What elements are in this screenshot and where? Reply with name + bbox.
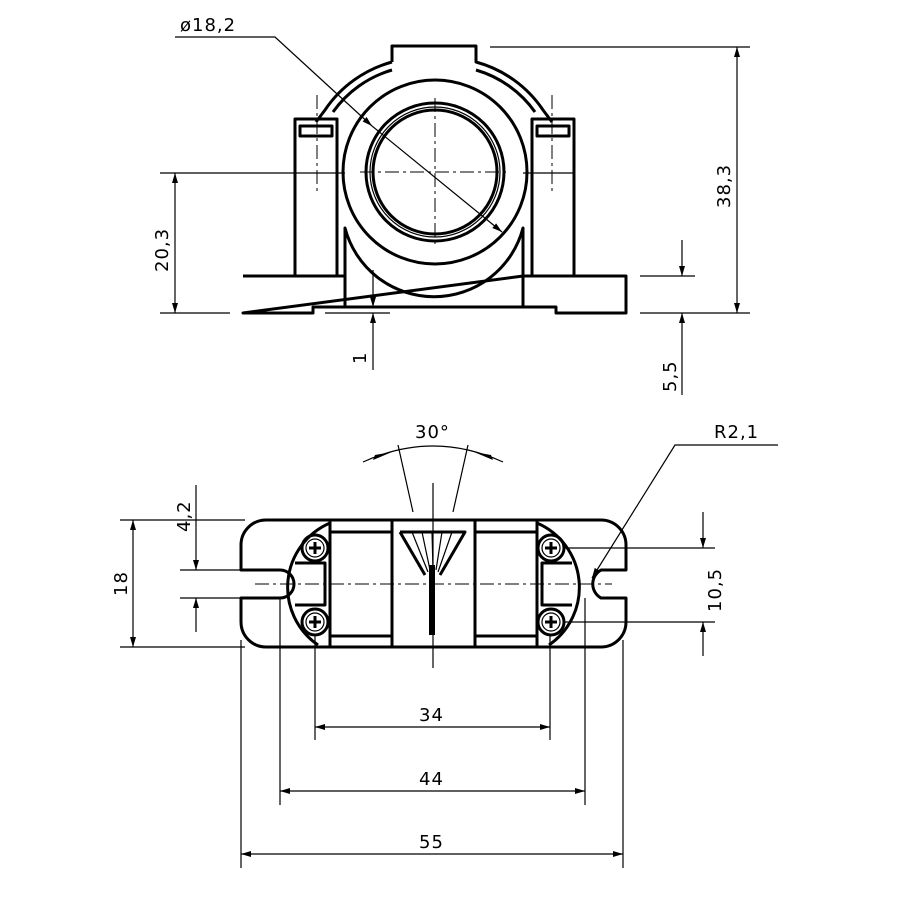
- left-lug: [298, 124, 334, 138]
- lubrication-groove: [398, 530, 467, 635]
- screw-icon: [536, 533, 566, 563]
- slot-width-label: 4,2: [174, 500, 195, 532]
- screw-icon: [300, 533, 330, 563]
- diameter-line: [371, 125, 503, 233]
- angle-arrow-left: [373, 452, 392, 460]
- center-height-label: 20,3: [152, 228, 173, 272]
- angle-line-right: [452, 444, 469, 513]
- diameter-label: ø18,2: [180, 15, 236, 36]
- front-view: ø18,2 38,3 20,3 1 5,5: [152, 15, 750, 395]
- screw-icon: [536, 607, 566, 637]
- height-total-label: 38,3: [714, 164, 735, 208]
- radius-label: R2,1: [714, 422, 759, 443]
- base-outline: [241, 117, 628, 315]
- angle-arrow-right: [474, 452, 493, 460]
- depth-label: 18: [111, 571, 132, 596]
- angle-line-left: [397, 444, 414, 513]
- cap-inner-arc: [331, 68, 537, 113]
- recess-label: 1: [350, 352, 371, 364]
- hole-spacing-x-label: 34: [419, 705, 444, 726]
- slot-spacing-label: 44: [419, 769, 444, 790]
- radius-leader: [591, 444, 778, 579]
- base-thickness-label: 5,5: [660, 360, 681, 392]
- diameter-leader: [175, 36, 373, 127]
- screws: [300, 533, 566, 637]
- groove-slot: [429, 565, 435, 635]
- overall-length-label: 55: [419, 832, 444, 853]
- screw-icon: [300, 607, 330, 637]
- hole-spacing-y-label: 10,5: [705, 568, 726, 612]
- angle-label: 30°: [415, 422, 450, 443]
- pedestal: [343, 226, 525, 307]
- bottom-view: 30° R2,1 4,2 18 10,5 34 44 55: [111, 422, 778, 868]
- right-lug: [535, 124, 571, 138]
- bottom-outline: [239, 518, 628, 649]
- housing-ring: [341, 78, 529, 266]
- housing-cap: [314, 44, 554, 123]
